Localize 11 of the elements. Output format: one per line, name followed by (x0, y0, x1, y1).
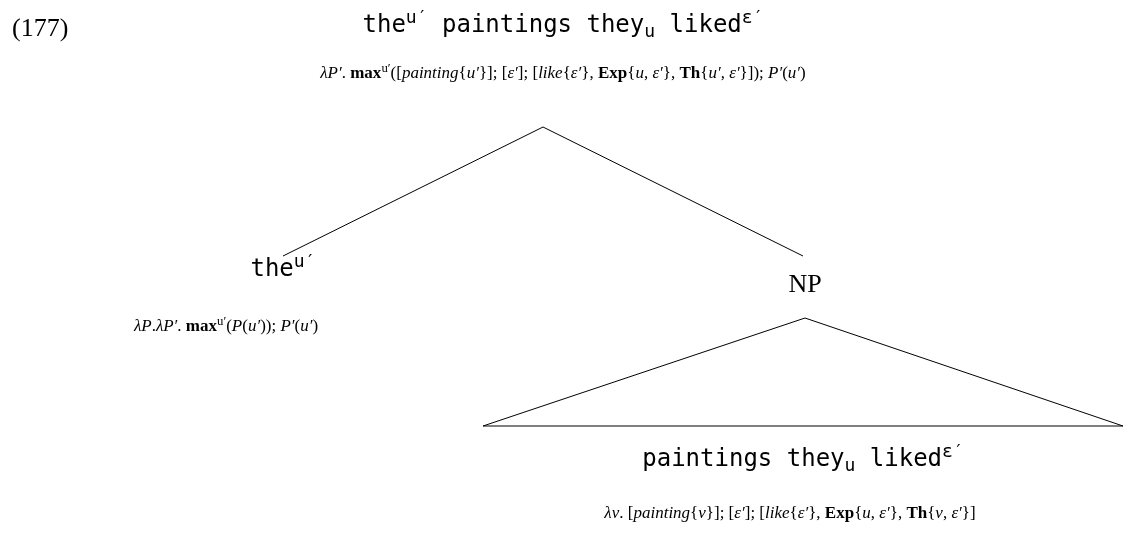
semantic-formula: λv. [painting{v}]; [ε′]; [like{ε′}, Exp{u, ε′}, Th{v, ε′}] (604, 502, 976, 524)
semantic-formula: λP.λP′. max$^{u′}$(P(u′)); P′(u′) (133, 313, 319, 337)
branch-line (542, 126, 804, 257)
branch-line (282, 126, 544, 257)
phrase-label: the$^{u′}$ paintings they$_{u}$ liked$^{ε′}$ (362, 6, 764, 42)
phrase-label: the$^{u′}$ (250, 250, 316, 284)
phrase-label: paintings they$_{u}$ liked$^{ε′}$ (642, 440, 964, 476)
category-label: NP (788, 268, 822, 300)
example-number: (177) (12, 12, 69, 44)
semantic-formula: λP′. max$^{u′}$([painting{u′}]; [ε′]; [like{ε′}, Exp{u, ε′}, Th{u′, ε′}]); P′(u′) (320, 60, 806, 84)
roof-triangle (482, 317, 1124, 427)
